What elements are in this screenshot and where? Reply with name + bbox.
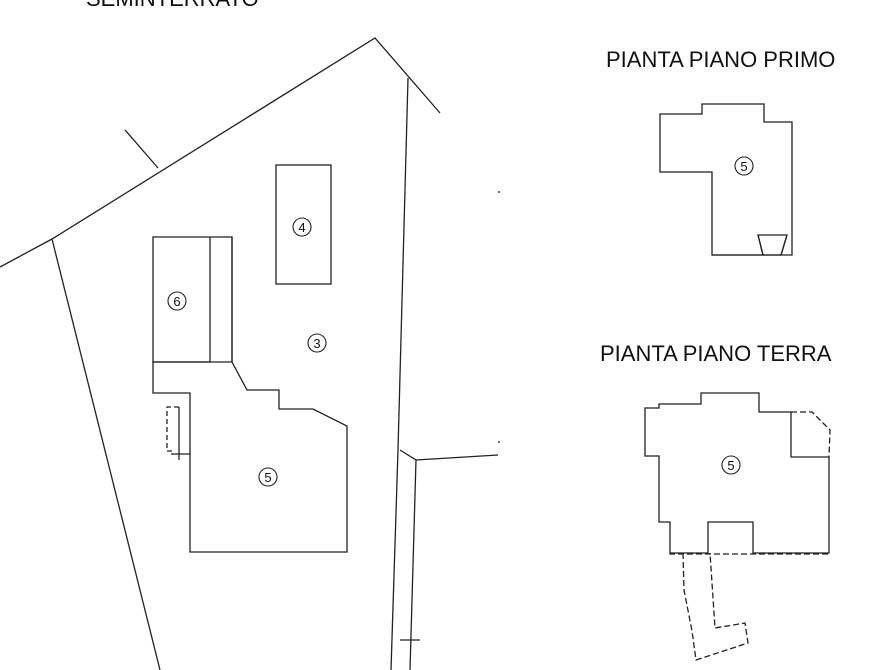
marker-5-primo: 5	[734, 156, 754, 176]
marker-5-site-label: 5	[264, 470, 271, 485]
boundary-top-edge	[0, 37, 441, 268]
site-boundary	[0, 37, 500, 670]
marker-5-primo-label: 5	[740, 159, 747, 174]
marker-3-label: 3	[313, 336, 320, 351]
marker-5-site: 5	[258, 467, 278, 487]
basement-plan-title: SEMINTERRATO	[86, 0, 259, 12]
marker-5-primo-circle	[734, 156, 754, 176]
first-floor-bay	[757, 234, 788, 256]
building-5-site-outline	[152, 237, 348, 553]
ground-floor-outline	[644, 392, 830, 554]
first-floor-plan-title: PIANTA PIANO PRIMO	[606, 47, 836, 72]
marker-3-circle	[307, 333, 327, 353]
marker-5-terra: 5	[721, 455, 741, 475]
marker-6-circle	[167, 291, 187, 311]
building-5-site-dashed-annex	[166, 406, 179, 452]
first-floor-outline	[659, 103, 793, 256]
marker-5-terra-circle	[721, 455, 741, 475]
boundary-right-edge	[390, 77, 409, 670]
boundary-tick-line	[124, 129, 159, 169]
building-6-outline	[152, 236, 233, 363]
boundary-left-edge	[51, 238, 161, 670]
marker-4: 4	[292, 217, 312, 237]
road-edge	[399, 449, 417, 670]
marker-4-circle	[292, 217, 312, 237]
marker-4-label: 4	[298, 220, 305, 235]
building-4-outline	[275, 164, 332, 285]
marker-3: 3	[307, 333, 327, 353]
marker-5-site-circle	[258, 467, 278, 487]
ground-floor-plan-title: PIANTA PIANO TERRA	[600, 341, 832, 366]
road-branch-line	[415, 454, 499, 461]
marker-6-label: 6	[173, 294, 180, 309]
marker-6: 6	[167, 291, 187, 311]
marker-5-terra-label: 5	[727, 458, 734, 473]
ground-floor-dashed-extensions	[669, 411, 831, 661]
